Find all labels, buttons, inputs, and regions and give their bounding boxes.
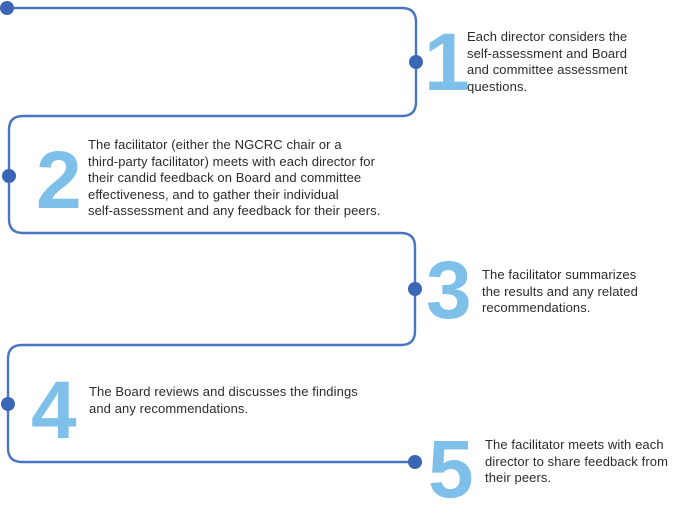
flow-start-dot	[0, 1, 14, 15]
connector-path	[6, 6, 418, 464]
step-5-number: 5	[428, 424, 474, 515]
step-4-description: The Board reviews and discusses the find…	[89, 384, 358, 416]
step-2-dot	[2, 169, 16, 183]
step-3-dot	[408, 282, 422, 296]
step-4-number: 4	[31, 365, 77, 456]
step-4-dot	[1, 397, 15, 411]
step-1-description: Each director considers the self-assessm…	[467, 29, 628, 94]
step-1-dot	[409, 55, 423, 69]
step-3-number: 3	[426, 245, 472, 336]
step-2-number: 2	[36, 135, 82, 226]
step-1-number: 1	[424, 17, 470, 108]
connector-graphic	[0, 1, 423, 469]
step-3-description: The facilitator summarizes the results a…	[482, 267, 638, 316]
step-2-description: The facilitator (either the NGCRC chair …	[88, 137, 381, 219]
step-5-description: The facilitator meets with each director…	[485, 437, 669, 486]
process-flow-diagram: 1 Each director considers the self-asses…	[0, 1, 669, 511]
step-5-dot	[408, 455, 422, 469]
